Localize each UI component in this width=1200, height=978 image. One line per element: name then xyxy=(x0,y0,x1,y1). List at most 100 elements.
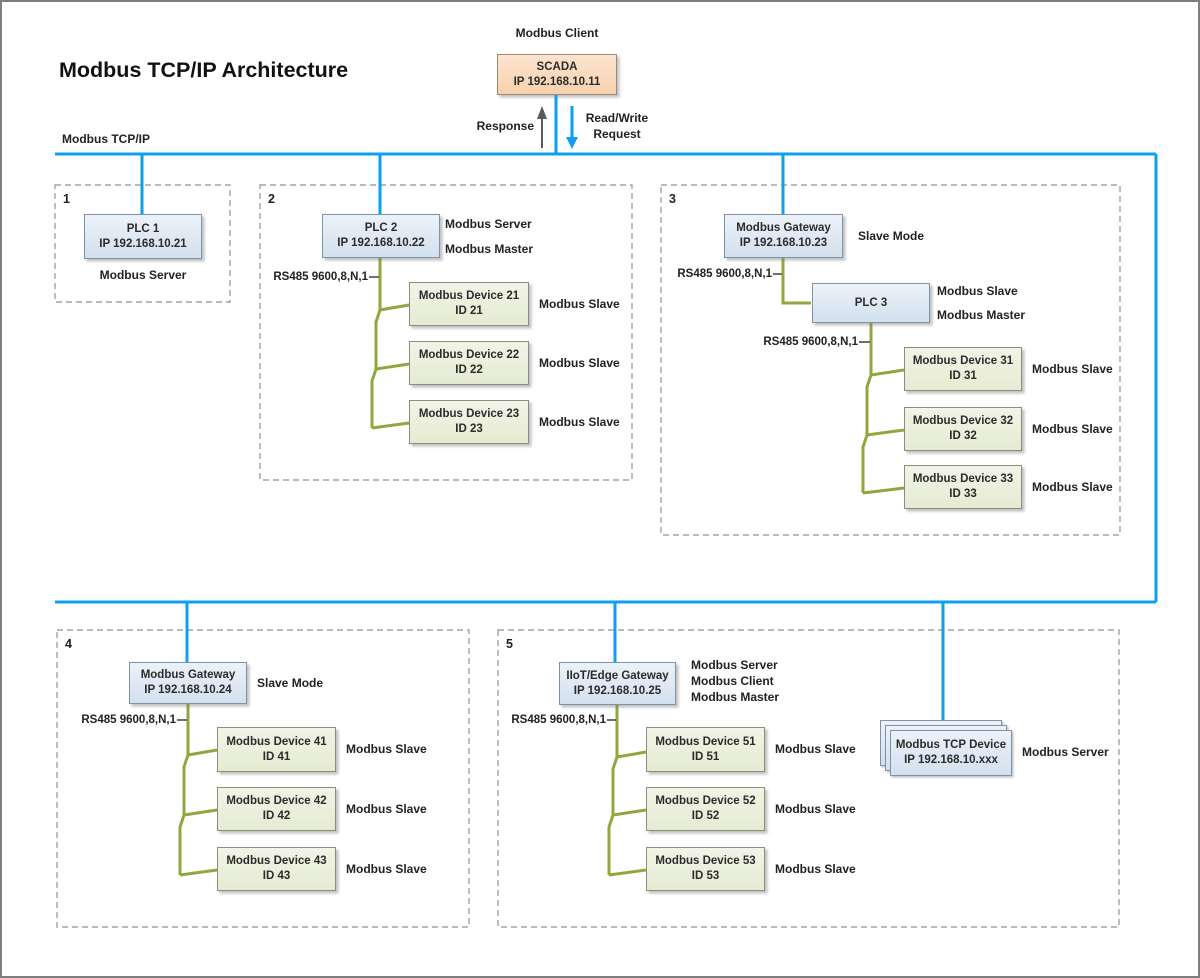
device-43-node: Modbus Device 43 ID 43 xyxy=(217,847,336,891)
scada-node: SCADA IP 192.168.10.11 xyxy=(497,54,617,95)
group1-frame xyxy=(54,184,231,303)
device-52-name: Modbus Device 52 xyxy=(655,795,756,807)
device-53-id: ID 53 xyxy=(691,870,720,882)
plc1-node: PLC 1 IP 192.168.10.21 xyxy=(84,214,202,259)
gateway4-role-label: Slave Mode xyxy=(257,676,324,690)
tcp-device-role-label: Modbus Server xyxy=(1022,745,1109,759)
request-label-line2: Request xyxy=(593,127,641,141)
plc2-ip: IP 192.168.10.22 xyxy=(337,237,425,249)
response-label: Response xyxy=(476,119,534,133)
group4-number: 4 xyxy=(65,637,72,651)
device-53-role-label: Modbus Slave xyxy=(775,862,856,876)
serial-label-g4: RS485 9600,8,N,1 xyxy=(81,714,176,726)
device-51-id: ID 51 xyxy=(691,750,720,763)
gateway5-ip: IP 192.168.10.25 xyxy=(573,684,662,697)
rs485-bus-g2 xyxy=(370,258,410,430)
scada-ip: IP 192.168.10.11 xyxy=(513,75,601,88)
tcp-device-ip: IP 192.168.10.xxx xyxy=(904,754,998,766)
plc1-role-label: Modbus Server xyxy=(99,268,187,282)
device-43-name: Modbus Device 43 xyxy=(226,855,327,867)
device-32-id: ID 32 xyxy=(949,430,977,442)
device-21-node: Modbus Device 21 ID 21 xyxy=(409,282,529,326)
group5-frame xyxy=(497,629,1120,928)
device-41-name: Modbus Device 41 xyxy=(226,735,327,748)
device-22-id: ID 22 xyxy=(455,364,483,376)
device-42-name: Modbus Device 42 xyxy=(226,795,327,807)
plc1-name: PLC 1 xyxy=(126,222,160,235)
plc2-role2-label: Modbus Master xyxy=(445,242,534,256)
group3-frame xyxy=(660,184,1121,536)
device-41-node: Modbus Device 41 ID 41 xyxy=(217,727,336,772)
gateway4-ip: IP 192.168.10.24 xyxy=(144,684,232,696)
gateway5-role2-label: Modbus Client xyxy=(691,674,774,688)
device-23-id: ID 23 xyxy=(455,423,483,435)
group4-frame xyxy=(56,629,470,928)
device-32-role-label: Modbus Slave xyxy=(1032,422,1113,436)
device-23-role-label: Modbus Slave xyxy=(539,415,620,429)
gateway5-node: IIoT/Edge Gateway IP 192.168.10.25 xyxy=(559,662,676,705)
device-33-role-label: Modbus Slave xyxy=(1032,480,1113,494)
gateway4-node: Modbus Gateway IP 192.168.10.24 xyxy=(129,662,247,704)
gateway5-name: IIoT/Edge Gateway xyxy=(566,669,669,682)
device-42-id: ID 42 xyxy=(262,810,291,822)
group2-number: 2 xyxy=(268,192,275,206)
device-31-node: Modbus Device 31 ID 31 xyxy=(904,347,1022,391)
device-22-name: Modbus Device 22 xyxy=(418,349,520,361)
serial-label-g3b: RS485 9600,8,N,1 xyxy=(763,336,858,348)
response-arrow xyxy=(537,106,547,148)
device-41-id: ID 41 xyxy=(262,750,291,763)
tcp-device-name: Modbus TCP Device xyxy=(895,739,1007,751)
group2-frame xyxy=(259,184,633,481)
plc2-role1-label: Modbus Server xyxy=(445,217,532,231)
device-21-role-label: Modbus Slave xyxy=(539,297,620,311)
device-52-id: ID 52 xyxy=(691,810,720,822)
network-label: Modbus TCP/IP xyxy=(62,132,150,146)
request-label: Read/Write Request xyxy=(580,110,654,142)
plc3-node: PLC 3 xyxy=(812,283,930,323)
plc1-ip: IP 192.168.10.21 xyxy=(99,237,187,250)
rs485-bus-g3 xyxy=(861,323,905,495)
request-label-line1: Read/Write xyxy=(585,111,649,125)
device-23-node: Modbus Device 23 ID 23 xyxy=(409,400,529,444)
device-51-name: Modbus Device 51 xyxy=(655,735,756,748)
device-33-id: ID 33 xyxy=(949,488,977,500)
device-22-node: Modbus Device 22 ID 22 xyxy=(409,341,529,385)
device-41-role-label: Modbus Slave xyxy=(346,742,427,756)
device-51-role-label: Modbus Slave xyxy=(775,742,856,756)
plc3-role2-label: Modbus Master xyxy=(937,308,1026,322)
group1-number: 1 xyxy=(63,192,70,206)
gateway3-node: Modbus Gateway IP 192.168.10.23 xyxy=(724,214,843,258)
serial-label-g5: RS485 9600,8,N,1 xyxy=(511,714,606,726)
device-32-name: Modbus Device 32 xyxy=(912,415,1014,427)
rs485-bus-g5 xyxy=(607,705,647,877)
device-42-node: Modbus Device 42 ID 42 xyxy=(217,787,336,831)
gateway4-name: Modbus Gateway xyxy=(140,669,236,681)
plc3-name: PLC 3 xyxy=(854,296,888,309)
device-21-id: ID 21 xyxy=(455,305,483,317)
gateway5-role1-label: Modbus Server xyxy=(691,658,778,672)
serial-label-g2: RS485 9600,8,N,1 xyxy=(273,271,368,283)
group3-number: 3 xyxy=(669,192,676,206)
rs485-elbow-g3 xyxy=(781,258,811,305)
device-33-node: Modbus Device 33 ID 33 xyxy=(904,465,1022,509)
device-43-id: ID 43 xyxy=(262,870,291,882)
scada-name: SCADA xyxy=(536,60,578,73)
rs485-bus-g4 xyxy=(178,704,218,877)
serial-label-g3a: RS485 9600,8,N,1 xyxy=(677,268,772,280)
gateway3-role-label: Slave Mode xyxy=(858,229,925,243)
device-31-name: Modbus Device 31 xyxy=(912,355,1014,367)
device-33-name: Modbus Device 33 xyxy=(912,473,1014,485)
plc2-name: PLC 2 xyxy=(364,222,398,234)
device-53-node: Modbus Device 53 ID 53 xyxy=(646,847,765,891)
gateway3-ip: IP 192.168.10.23 xyxy=(739,237,828,249)
device-22-role-label: Modbus Slave xyxy=(539,356,620,370)
device-23-name: Modbus Device 23 xyxy=(418,408,520,420)
group5-number: 5 xyxy=(506,637,513,651)
plc3-role1-label: Modbus Slave xyxy=(937,284,1018,298)
device-51-node: Modbus Device 51 ID 51 xyxy=(646,727,765,772)
device-53-name: Modbus Device 53 xyxy=(655,855,756,867)
tcp-device-node: Modbus TCP Device IP 192.168.10.xxx xyxy=(890,730,1012,776)
gateway3-name: Modbus Gateway xyxy=(736,222,831,234)
request-arrow xyxy=(566,106,578,149)
